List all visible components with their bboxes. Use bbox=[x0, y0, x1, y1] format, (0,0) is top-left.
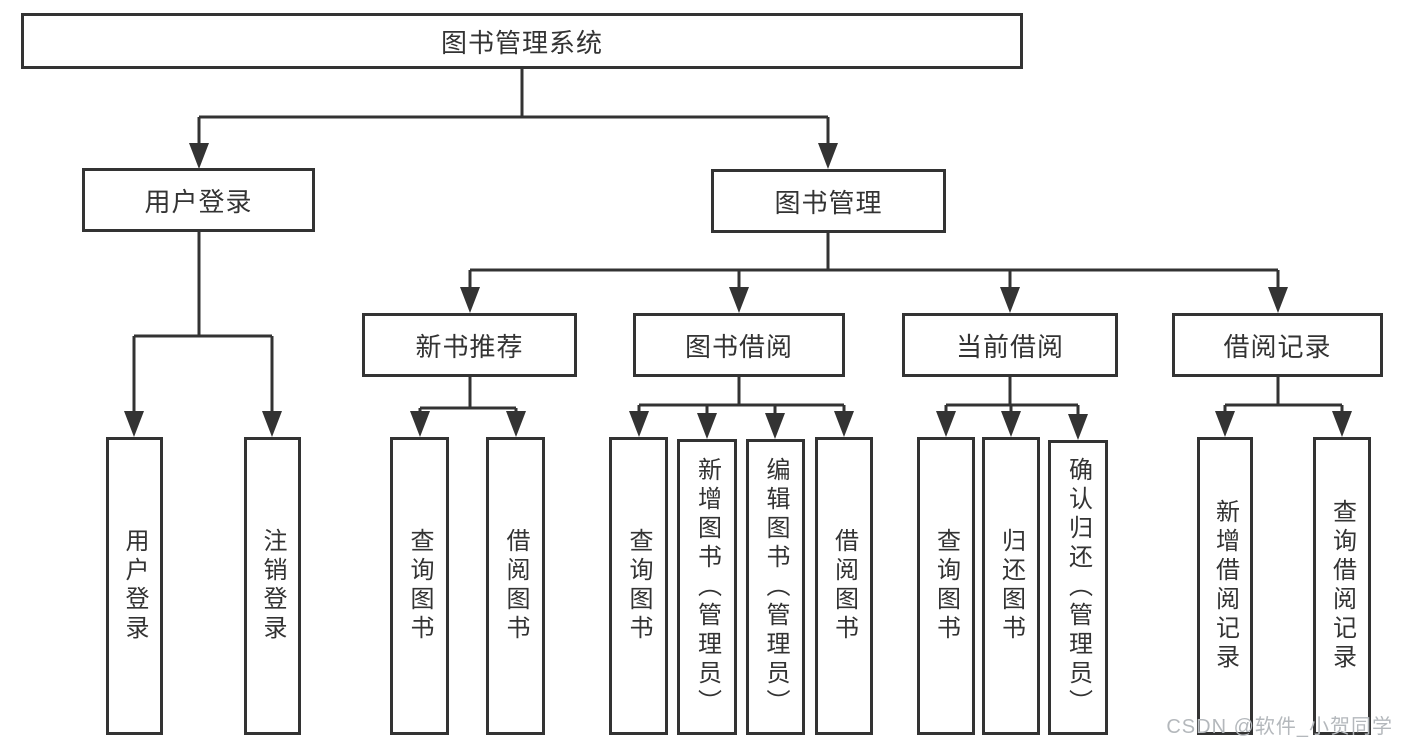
leaf-label: 注销登录 bbox=[259, 528, 286, 644]
leaf-label: 借阅图书 bbox=[502, 528, 529, 644]
leaf-label: 确认归还（管理员） bbox=[1064, 457, 1092, 718]
leaf-query-books-recommend: 查询图书 bbox=[390, 437, 449, 735]
leaf-label: 查询图书 bbox=[406, 528, 433, 644]
node-user-login: 用户登录 bbox=[82, 168, 315, 232]
node-label: 用户登录 bbox=[144, 186, 253, 217]
leaf-user-login: 用户登录 bbox=[106, 437, 163, 735]
leaf-label: 用户登录 bbox=[121, 528, 148, 644]
leaf-borrow-books-recommend: 借阅图书 bbox=[486, 437, 545, 735]
node-label: 图书借阅 bbox=[684, 331, 793, 362]
leaf-confirm-return-admin: 确认归还（管理员） bbox=[1048, 440, 1108, 735]
node-label: 借阅记录 bbox=[1223, 331, 1332, 362]
node-label: 新书推荐 bbox=[415, 331, 524, 362]
leaf-label: 编辑图书（管理员） bbox=[762, 456, 789, 718]
node-book-borrowing: 图书借阅 bbox=[633, 313, 845, 377]
csdn-watermark: CSDN @软件_小贺同学 bbox=[1166, 716, 1393, 738]
node-library-management-system: 图书管理系统 bbox=[21, 13, 1023, 69]
leaf-query-books-current: 查询图书 bbox=[917, 437, 975, 735]
connector-path bbox=[132, 69, 1344, 418]
node-label: 图书管理 bbox=[774, 187, 883, 218]
leaf-label: 新增图书（管理员） bbox=[693, 456, 721, 718]
leaf-add-books-admin: 新增图书（管理员） bbox=[677, 439, 737, 735]
leaf-label: 归还图书 bbox=[997, 528, 1025, 644]
node-new-book-recommendation: 新书推荐 bbox=[362, 313, 577, 377]
node-label: 图书管理系统 bbox=[440, 27, 603, 58]
leaf-query-borrow-record: 查询借阅记录 bbox=[1313, 437, 1371, 735]
arrowheads bbox=[124, 143, 1352, 440]
leaf-edit-books-admin: 编辑图书（管理员） bbox=[746, 439, 805, 735]
leaf-label: 查询图书 bbox=[932, 528, 960, 644]
leaf-borrow-books-borrowing: 借阅图书 bbox=[815, 437, 873, 735]
leaf-logout: 注销登录 bbox=[244, 437, 301, 735]
node-label: 当前借阅 bbox=[955, 331, 1064, 362]
leaf-return-books: 归还图书 bbox=[982, 437, 1040, 735]
leaf-label: 借阅图书 bbox=[830, 528, 858, 644]
node-book-management: 图书管理 bbox=[711, 169, 946, 233]
node-borrowing-records: 借阅记录 bbox=[1172, 313, 1383, 377]
leaf-label: 新增借阅记录 bbox=[1211, 499, 1239, 673]
leaf-add-borrow-record: 新增借阅记录 bbox=[1197, 437, 1253, 735]
leaf-label: 查询借阅记录 bbox=[1328, 499, 1356, 673]
node-current-borrowing: 当前借阅 bbox=[902, 313, 1118, 377]
leaf-query-books-borrowing: 查询图书 bbox=[609, 437, 668, 735]
leaf-label: 查询图书 bbox=[625, 528, 652, 644]
